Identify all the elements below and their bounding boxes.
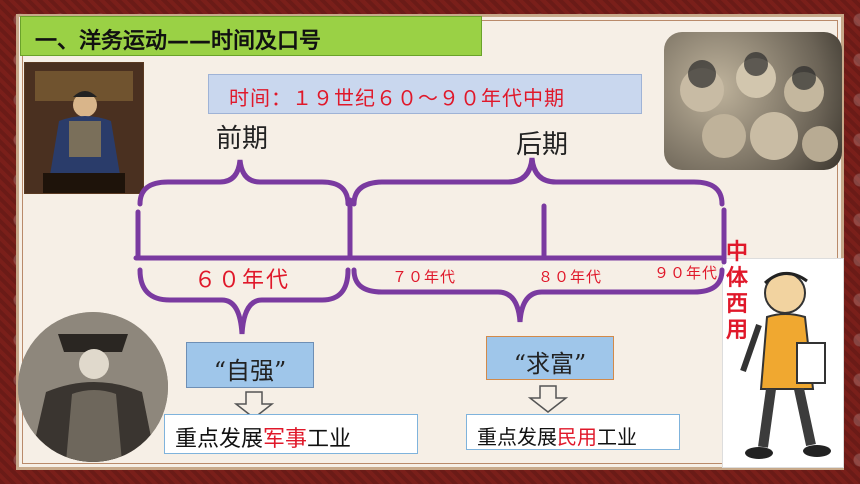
officials-faces-icon bbox=[680, 52, 838, 162]
emperor-figure-icon bbox=[25, 63, 143, 193]
focus-military-prefix: 重点发展 bbox=[175, 427, 264, 452]
focus-civil-box: 重点发展民用工业 bbox=[466, 414, 680, 450]
officials-group-image bbox=[664, 32, 842, 170]
focus-military-box: 重点发展军事工业 bbox=[164, 414, 418, 454]
decade-60s-label: ６０年代 bbox=[194, 268, 291, 293]
brace-late-top bbox=[351, 157, 725, 207]
slogan-ziqiang-text: “自强” bbox=[213, 357, 287, 385]
cixi-figure-icon bbox=[18, 312, 168, 462]
period-early-label: 前期 bbox=[216, 124, 269, 154]
focus-military-highlight: 军事 bbox=[263, 427, 308, 452]
brace-early-bottom bbox=[137, 267, 351, 335]
focus-civil-text: 重点发展民用工业 bbox=[477, 421, 637, 450]
focus-military-suffix: 工业 bbox=[307, 427, 352, 452]
decade-90s-label: ９０年代 bbox=[654, 264, 719, 282]
focus-civil-suffix: 工业 bbox=[597, 425, 637, 449]
title-bar: 一、洋务运动——时间及口号 bbox=[20, 16, 482, 56]
emperor-portrait-image bbox=[24, 62, 144, 194]
caricature-figure-icon bbox=[740, 272, 831, 459]
brace-early-top bbox=[137, 159, 351, 207]
arrow-down-left-icon bbox=[233, 391, 275, 419]
zhongti-xiyong-label: 中体西用 bbox=[725, 240, 748, 343]
period-late-label: 后期 bbox=[516, 130, 569, 160]
decade-70s-label: ７０年代 bbox=[392, 268, 457, 286]
time-box: 时间：１９世纪６０～９０年代中期 bbox=[208, 74, 642, 114]
slogan-qiufu-text: “求富” bbox=[513, 350, 587, 378]
slide-title: 一、洋务运动——时间及口号 bbox=[35, 29, 322, 54]
arrow-down-right-icon bbox=[527, 385, 569, 413]
focus-civil-highlight: 民用 bbox=[557, 425, 597, 449]
empress-cixi-portrait-image bbox=[18, 312, 168, 462]
focus-military-text: 重点发展军事工业 bbox=[175, 421, 351, 453]
slogan-qiufu-box: “求富” bbox=[486, 336, 614, 380]
time-label: 时间：１９世纪６０～９０年代中期 bbox=[229, 86, 565, 110]
brace-late-bottom bbox=[351, 267, 725, 323]
focus-civil-prefix: 重点发展 bbox=[477, 425, 557, 449]
slogan-ziqiang-box: “自强” bbox=[186, 342, 314, 388]
decade-80s-label: ８０年代 bbox=[538, 268, 603, 286]
caricature-official-image bbox=[722, 258, 844, 468]
